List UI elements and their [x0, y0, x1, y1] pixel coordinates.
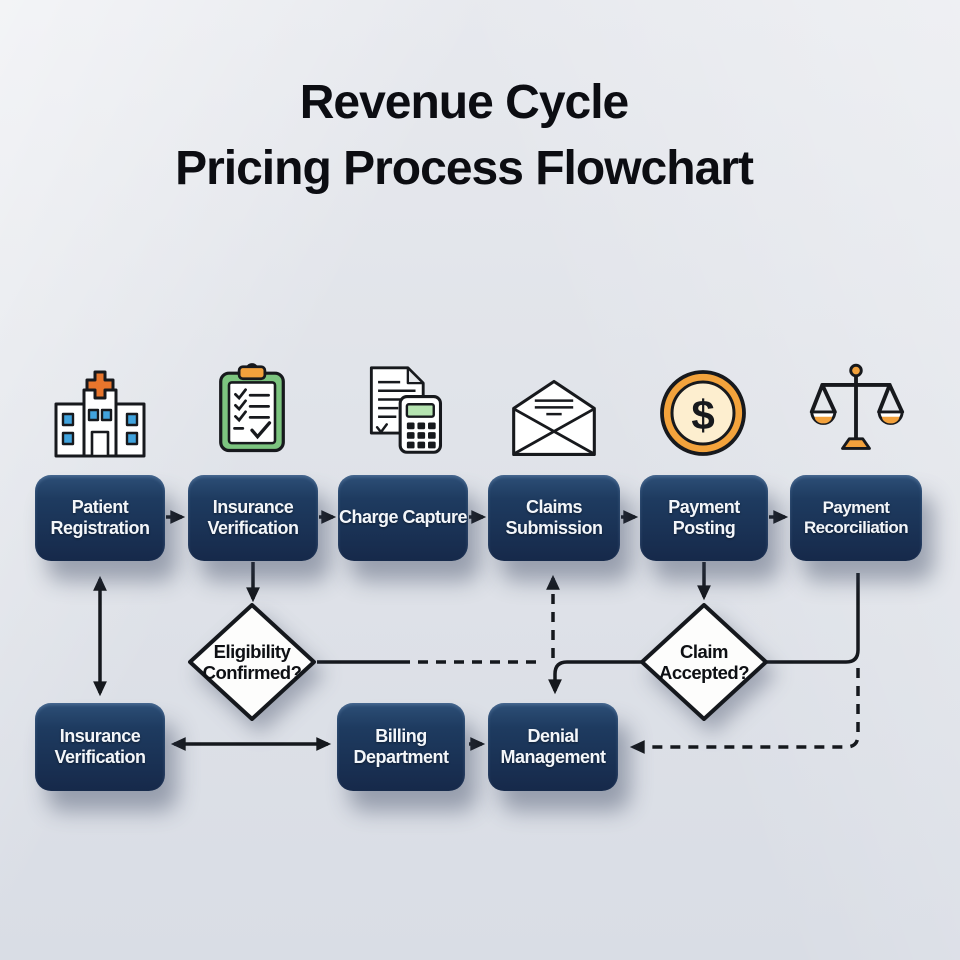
decision-label: Claim Accepted?	[658, 640, 750, 683]
node-label: Payment Recorciliation	[803, 497, 909, 537]
node-billing-department: Billing Department	[337, 703, 465, 791]
node-label: Charge Capture	[338, 507, 468, 528]
node-insurance-verification: Insurance Verification	[188, 475, 318, 561]
node-charge-capture: Charge Capture	[338, 475, 468, 561]
clipboard-checklist-icon	[219, 363, 285, 453]
node-label: Insurance Verification	[54, 725, 146, 767]
balance-scale-icon	[809, 363, 905, 450]
decision-claim-accepted: Claim Accepted?	[640, 603, 768, 721]
diamond-shape	[640, 603, 768, 721]
node-claims-submission: Claims Submission	[488, 475, 620, 561]
arrow-claim-no-to-denial	[548, 660, 641, 695]
node-label: Patient Registration	[50, 496, 150, 538]
node-label: Insurance Verification	[207, 496, 299, 538]
node-label: Denial Management	[500, 725, 606, 767]
page-title: Revenue Cycle Pricing Process Flowchart	[0, 70, 928, 202]
decision-eligibility-confirmed: Eligibility Confirmed?	[188, 603, 316, 721]
node-label: Claims Submission	[505, 496, 603, 538]
document-calculator-icon	[369, 366, 443, 454]
hospital-icon	[54, 370, 146, 458]
title-line-1: Revenue Cycle	[299, 76, 630, 129]
node-payment-reconciliation: Payment Recorciliation	[790, 475, 922, 561]
node-insurance-verification-secondary: Insurance Verification	[35, 703, 165, 791]
node-patient-registration: Patient Registration	[35, 475, 165, 561]
svg-text:$: $	[691, 392, 714, 439]
diamond-shape	[188, 603, 316, 721]
node-label: Billing Department	[353, 725, 449, 767]
title-line-2: Pricing Process Flowchart	[175, 142, 754, 196]
decision-label: Eligibility Confirmed?	[202, 640, 302, 683]
envelope-icon	[512, 379, 596, 456]
node-payment-posting: Payment Posting	[640, 475, 768, 561]
node-denial-management: Denial Management	[488, 703, 618, 791]
line-claim-yes-to-reconciliation	[767, 573, 860, 664]
node-label: Payment Posting	[668, 496, 740, 538]
dollar-coin-icon: $	[660, 370, 746, 456]
